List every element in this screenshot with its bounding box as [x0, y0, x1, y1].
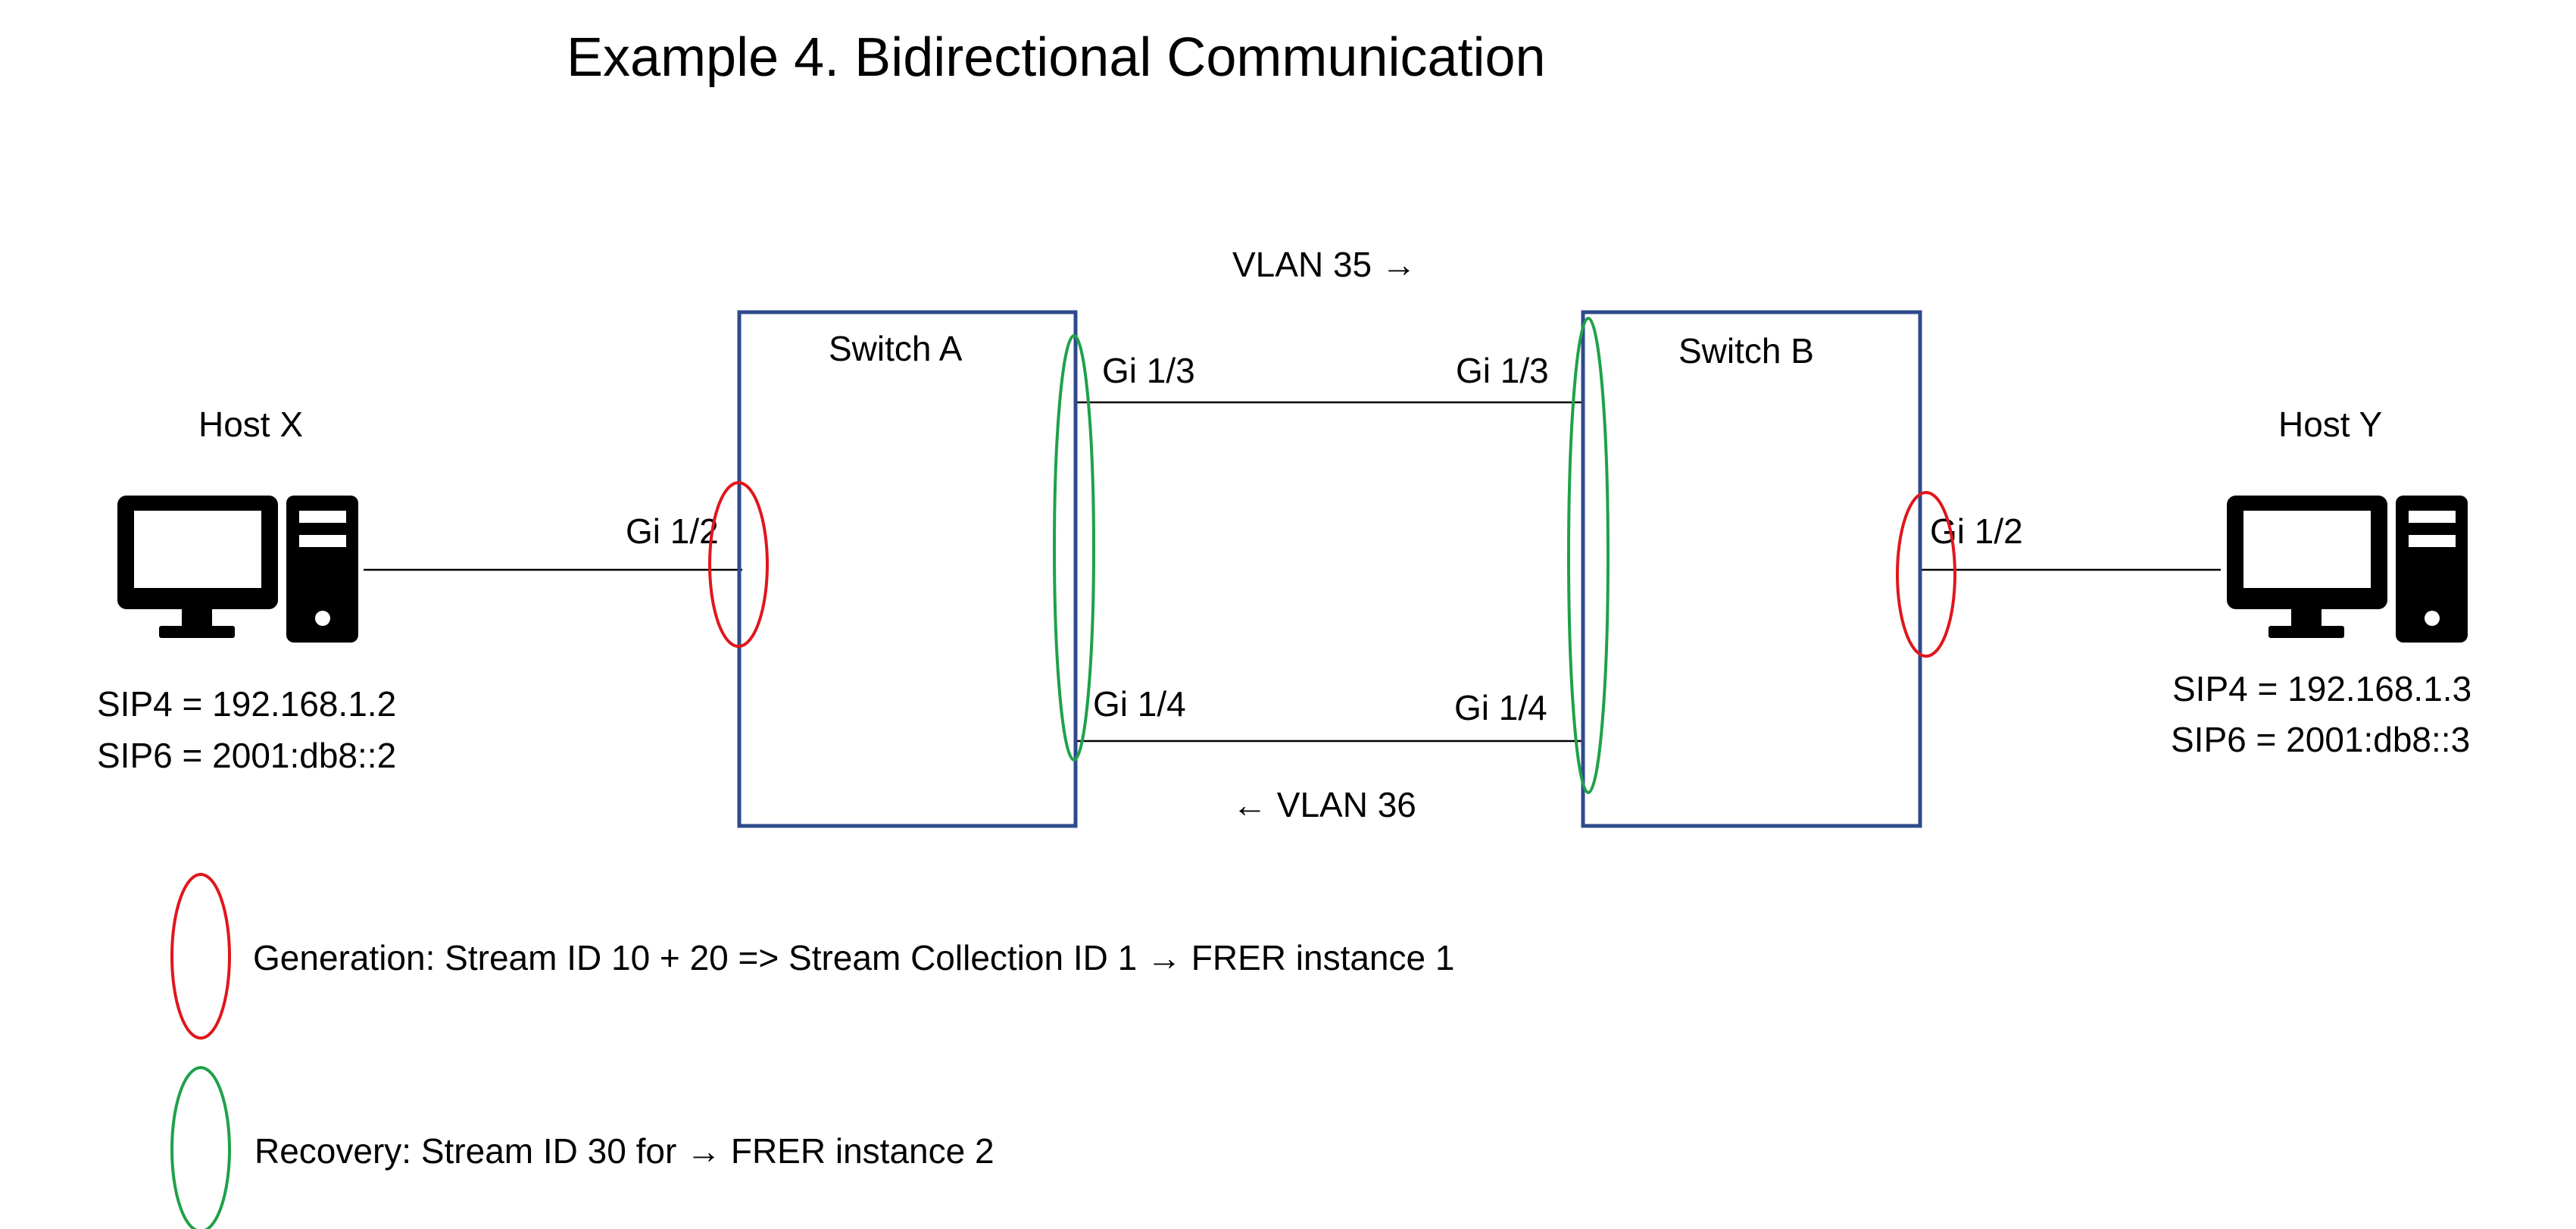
host-y-label: Host Y: [2278, 405, 2382, 444]
switch-a-port-gi12: Gi 1/2: [626, 511, 719, 551]
host-y-sip4: SIP4 = 192.168.1.3: [2172, 669, 2471, 708]
computer-icon: [2227, 496, 2468, 643]
legend-recovery-text: Recovery: Stream ID 30 for → FRER instan…: [254, 1131, 994, 1171]
switch-b-port-gi14: Gi 1/4: [1454, 688, 1547, 727]
switch-a-label: Switch A: [829, 329, 963, 368]
host-x-sip6: SIP6 = 2001:db8::2: [97, 736, 396, 775]
switch-b-box: [1581, 310, 1922, 828]
switch-a-port-gi14: Gi 1/4: [1093, 684, 1186, 724]
legend-generation-ellipse: [170, 873, 231, 1040]
legend-recovery-ellipse: [170, 1066, 231, 1229]
recovery-ellipse-switch-b: [1567, 317, 1610, 794]
switch-b-port-gi12: Gi 1/2: [1930, 511, 2023, 551]
switch-a-box: [737, 310, 1078, 828]
recovery-ellipse-switch-a: [1053, 334, 1095, 761]
computer-icon: [117, 496, 358, 643]
host-y-sip6: SIP6 = 2001:db8::3: [2171, 720, 2470, 759]
vlan-36-label: ← VLAN 36: [1232, 785, 1416, 824]
switch-b-label: Switch B: [1678, 331, 1814, 371]
switch-a-port-gi13: Gi 1/3: [1102, 351, 1195, 390]
host-x-label: Host X: [198, 405, 303, 444]
vlan-35-label: VLAN 35 →: [1232, 245, 1416, 284]
switch-b-port-gi13: Gi 1/3: [1456, 351, 1549, 390]
host-x-sip4: SIP4 = 192.168.1.2: [97, 684, 396, 724]
legend-generation-text: Generation: Stream ID 10 + 20 => Stream …: [253, 938, 1454, 977]
diagram-title: Example 4. Bidirectional Communication: [567, 27, 1546, 88]
generation-ellipse-switch-b: [1896, 491, 1956, 658]
generation-ellipse-switch-a: [708, 481, 769, 648]
